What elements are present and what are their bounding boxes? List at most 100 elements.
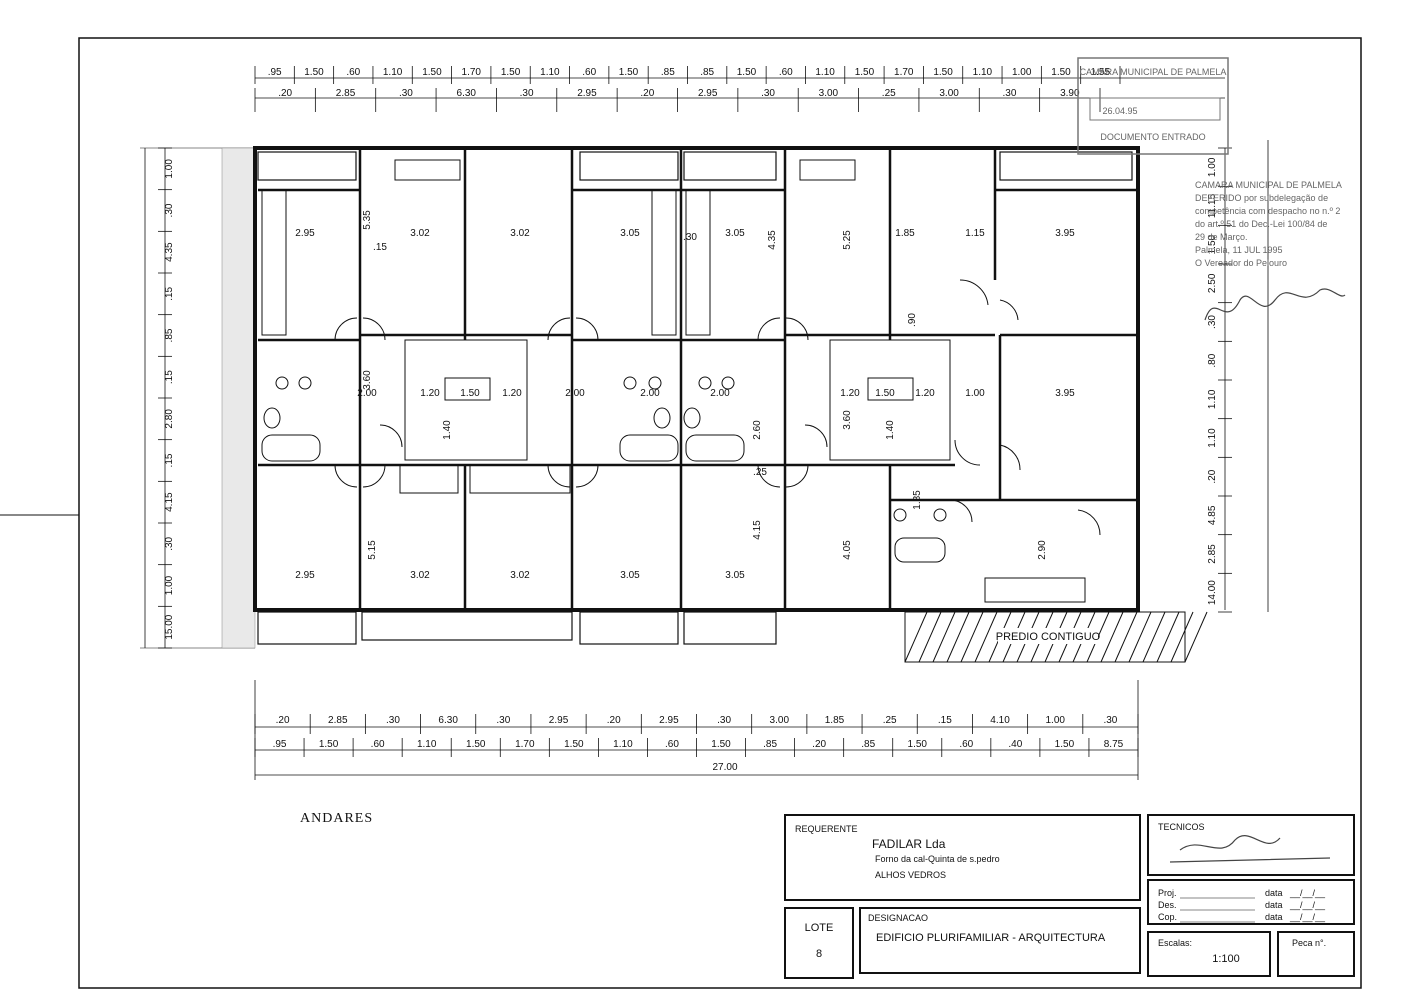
lote-label: LOTE bbox=[805, 922, 834, 934]
dimension-label: 8.75 bbox=[1104, 739, 1124, 750]
dimension-label: 6.30 bbox=[438, 715, 458, 726]
dimension-label: 2.95 bbox=[698, 88, 718, 99]
room-dimension: 2.00 bbox=[710, 388, 730, 399]
dimension-label: .15 bbox=[938, 715, 952, 726]
requerente-name: FADILAR Lda bbox=[872, 837, 946, 851]
dimension-label: .60 bbox=[346, 67, 360, 78]
dimension-label: .20 bbox=[812, 739, 826, 750]
requerente-box bbox=[784, 814, 1141, 901]
room-dimension: 3.05 bbox=[620, 228, 640, 239]
room-dimension: .90 bbox=[907, 313, 918, 327]
room-dimension: 3.60 bbox=[362, 370, 373, 390]
room-dimension: 3.60 bbox=[842, 410, 853, 430]
room-dimension: 3.02 bbox=[510, 228, 530, 239]
dimension-label: 1.50 bbox=[1055, 739, 1075, 750]
dimension-label: 3.90 bbox=[1060, 88, 1080, 99]
dimension-label: 1.50 bbox=[855, 67, 875, 78]
kitchen-counters bbox=[261, 189, 1086, 603]
room-dimension: 2.95 bbox=[295, 570, 315, 581]
dimension-label: .85 bbox=[661, 67, 675, 78]
dimension-label: 1.55 bbox=[1091, 67, 1111, 78]
dimension-label: .30 bbox=[164, 203, 175, 217]
dimension-label: 2.85 bbox=[328, 715, 348, 726]
dimension-label: 1.85 bbox=[825, 715, 845, 726]
dimension-label: 1.10 bbox=[613, 739, 633, 750]
dimension-label: 1.00 bbox=[1045, 715, 1065, 726]
dimension-label: .30 bbox=[164, 536, 175, 550]
floor-plan: PREDIO CONTIGUO 2.953.023.023.053.051.85… bbox=[221, 146, 1208, 663]
approval-box bbox=[1147, 879, 1355, 925]
room-dimension: 5.25 bbox=[842, 230, 853, 250]
dimension-label: .30 bbox=[1103, 715, 1117, 726]
dimension-label: .15 bbox=[164, 453, 175, 467]
municipal-stamp-line: O Vereador do Pelouro bbox=[1195, 258, 1287, 268]
dimension-label: .60 bbox=[665, 739, 679, 750]
dimension-label: 1.10 bbox=[1207, 428, 1218, 448]
dimension-label: 1.50 bbox=[711, 739, 731, 750]
dimension-label: .85 bbox=[700, 67, 714, 78]
dimension-label: 1.00 bbox=[1012, 67, 1032, 78]
room-dimension: 2.00 bbox=[565, 388, 585, 399]
dimension-label: .15 bbox=[164, 370, 175, 384]
room-dimension: 4.15 bbox=[752, 520, 763, 540]
lote-value: 8 bbox=[816, 948, 822, 960]
room-dimension: 1.40 bbox=[885, 420, 896, 440]
dimension-label: 1.50 bbox=[501, 67, 521, 78]
dimension-label: 15.00 bbox=[164, 614, 175, 639]
dimension-label: 1.50 bbox=[422, 67, 442, 78]
cop-data-value: __/__/__ bbox=[1289, 912, 1326, 922]
dimension-label: 2.95 bbox=[659, 715, 679, 726]
dimension-label: .30 bbox=[399, 88, 413, 99]
dimension-label: 4.85 bbox=[1207, 505, 1218, 525]
dimension-label: .30 bbox=[520, 88, 534, 99]
interior-walls bbox=[258, 148, 1138, 610]
dimension-label: 2.95 bbox=[549, 715, 569, 726]
tecnicos-label: TECNICOS bbox=[1158, 822, 1205, 832]
dimension-label: .30 bbox=[386, 715, 400, 726]
dimension-label: .25 bbox=[883, 715, 897, 726]
received-stamp: CAMARA MUNICIPAL DE PALMELA 26.04.95 DOC… bbox=[1077, 57, 1229, 155]
room-dimension: 1.85 bbox=[895, 228, 915, 239]
dimension-label: 1.50 bbox=[319, 739, 339, 750]
dimension-label: .30 bbox=[717, 715, 731, 726]
room-dimension: 3.02 bbox=[410, 228, 430, 239]
neighbor-label: PREDIO CONTIGUO bbox=[996, 631, 1101, 643]
room-dimension: 1.20 bbox=[420, 388, 440, 399]
designacao-value: EDIFICIO PLURIFAMILIAR - ARQUITECTURA bbox=[876, 932, 1106, 944]
dimension-label: .20 bbox=[278, 88, 292, 99]
dimension-label: 11.15 bbox=[1207, 193, 1218, 218]
room-dimension: 5.35 bbox=[362, 210, 373, 230]
peca-box bbox=[1277, 931, 1355, 977]
dimension-label: 6.30 bbox=[457, 88, 477, 99]
dimension-label: 2.50 bbox=[1207, 273, 1218, 293]
dimension-label: 14.00 bbox=[1207, 580, 1218, 605]
dimension-label: .20 bbox=[607, 715, 621, 726]
room-dimension: 3.02 bbox=[510, 570, 530, 581]
room-dimension: 4.05 bbox=[842, 540, 853, 560]
room-dimension: .25 bbox=[753, 467, 767, 478]
address-line1: Forno da cal-Quinta de s.pedro bbox=[875, 854, 1000, 864]
dimension-label: .30 bbox=[1003, 88, 1017, 99]
balconies-bottom bbox=[257, 611, 777, 645]
tecnicos-box bbox=[1147, 814, 1355, 876]
room-dimension: 2.95 bbox=[295, 228, 315, 239]
escalas-box bbox=[1147, 931, 1271, 977]
stair-cores bbox=[394, 159, 951, 494]
room-dimension: 1.20 bbox=[502, 388, 522, 399]
municipal-stamp-line: 29 de Março. bbox=[1195, 232, 1248, 242]
dimension-label: 1.50 bbox=[564, 739, 584, 750]
room-dimension: .15 bbox=[373, 242, 387, 253]
dimension-label: .40 bbox=[1008, 739, 1022, 750]
received-stamp-date: 26.04.95 bbox=[1102, 106, 1137, 116]
dimension-label: 1.50 bbox=[1051, 67, 1071, 78]
dimension-label: .60 bbox=[582, 67, 596, 78]
room-dimension: 1.20 bbox=[915, 388, 935, 399]
left-dimension-chains: 1.00.304.35.15.85.152.80.154.15.301.0015… bbox=[140, 147, 255, 649]
door-swings bbox=[334, 279, 1101, 536]
room-dimension: 2.60 bbox=[752, 420, 763, 440]
dimension-label: 1.50 bbox=[1207, 234, 1218, 254]
title-block: REQUERENTE FADILAR Lda Forno da cal-Quin… bbox=[784, 814, 1355, 979]
proj-data-value: __/__/__ bbox=[1289, 888, 1326, 898]
